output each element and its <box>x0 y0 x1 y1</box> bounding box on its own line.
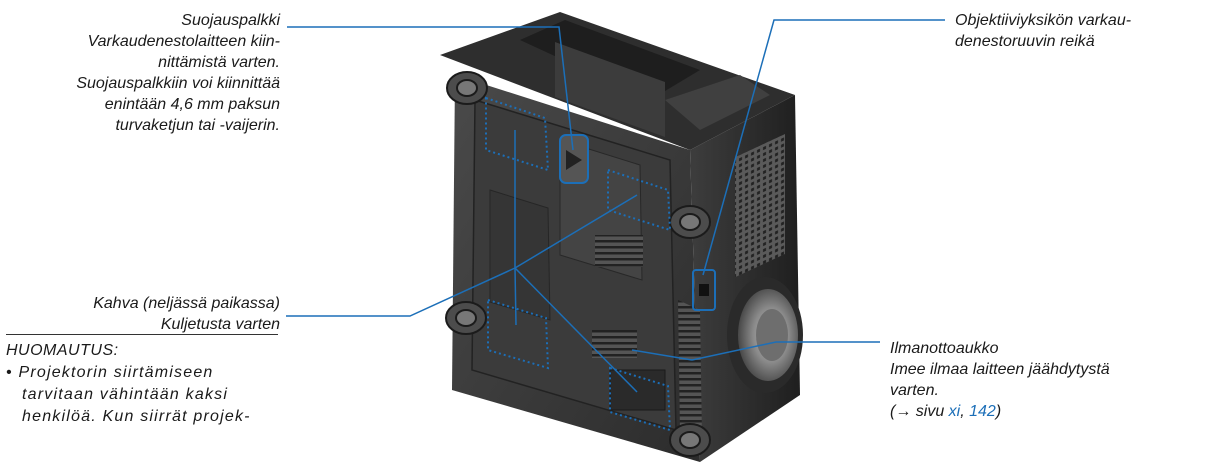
note-divider <box>6 334 278 335</box>
handle-outlines <box>485 96 672 432</box>
lens-hole-line: Objektiiviyksikön varkau- <box>955 12 1132 29</box>
ref-prefix: (→ sivu <box>890 403 949 420</box>
lens-hole-line: denestoruuvin reikä <box>955 33 1095 50</box>
note-block: HUOMAUTUS: • Projektorin siirtämiseen ta… <box>6 340 268 428</box>
guard-bar-label: Suojauspalkki Varkaudenestolaitteen kiin… <box>20 10 280 136</box>
intake-line: Ilmanottoaukko <box>890 340 999 357</box>
guard-bar-line: Varkaudenestolaitteen kiin- <box>87 33 280 50</box>
intake-label: Ilmanottoaukko Imee ilmaa laitteen jäähd… <box>890 338 1210 422</box>
handle-line: Kuljetusta varten <box>160 316 280 333</box>
guard-bar-line: turvaketjun tai -vaijerin. <box>115 117 280 134</box>
lens-unit <box>727 277 803 393</box>
guard-bar-line: Suojauspalkkiin voi kiinnittää <box>76 75 280 92</box>
security-bar <box>559 134 589 184</box>
guard-bar-line: nittämistä varten. <box>158 54 280 71</box>
projector-top-face <box>440 12 795 150</box>
leader-lines <box>286 19 945 393</box>
ref-suffix: ) <box>995 403 1002 420</box>
lens-hole-label: Objektiiviyksikön varkau- denestoruuvin … <box>955 10 1205 52</box>
handle-label: Kahva (neljässä paikassa) Kuljetusta var… <box>20 293 280 335</box>
intake-line: varten. <box>890 382 939 399</box>
intake-line: Imee ilmaa laitteen jäähdytystä <box>890 361 1110 378</box>
handle-line: Kahva (neljässä paikassa) <box>93 295 280 312</box>
note-line: • Projektorin siirtämiseen <box>6 364 214 381</box>
note-title: HUOMAUTUS: <box>6 342 119 359</box>
page-link-xi[interactable]: xi <box>948 403 961 420</box>
guard-bar-line: enintään 4,6 mm paksun <box>104 96 280 113</box>
air-intake-vent <box>678 300 702 440</box>
ref-separator: , <box>960 403 970 420</box>
intake-page-ref: (→ sivu xi, 142) <box>890 401 1210 422</box>
guard-bar-line: Suojauspalkki <box>181 12 280 29</box>
projector-side-face <box>690 95 800 462</box>
page-link-142[interactable]: 142 <box>969 403 996 420</box>
note-line: henkilöä. Kun siirrät projek- <box>22 408 251 425</box>
note-line: tarvitaan vähintään kaksi <box>22 386 229 403</box>
projector-feet <box>445 71 711 457</box>
